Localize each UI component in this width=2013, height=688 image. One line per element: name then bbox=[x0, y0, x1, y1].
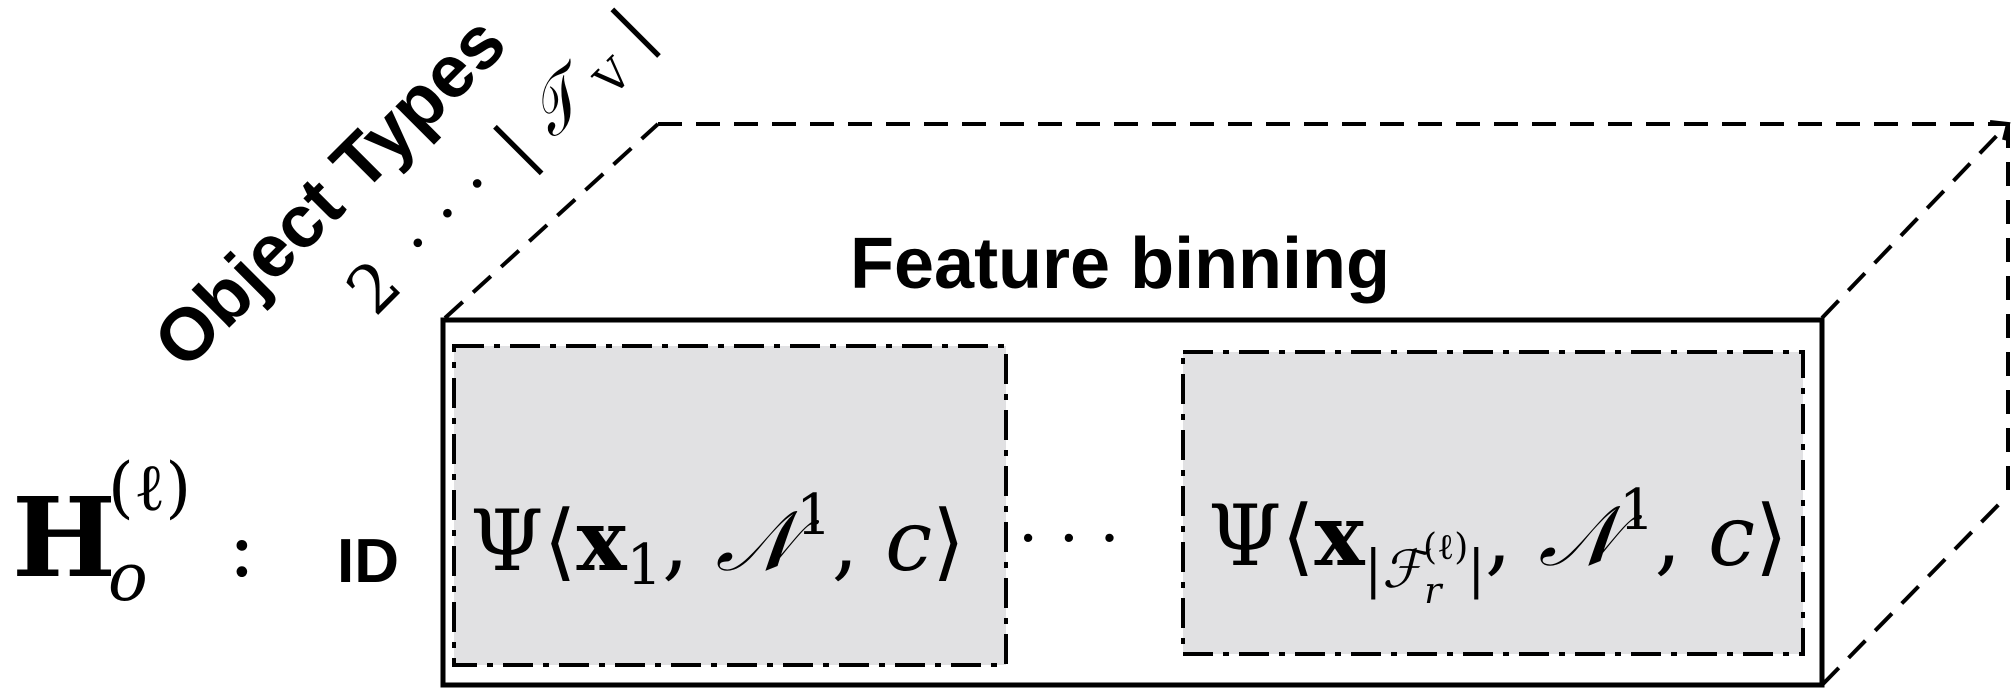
type-range-start: 2 bbox=[332, 245, 416, 329]
bin-1-x-sub: 1 bbox=[627, 533, 663, 598]
h-colon: : bbox=[228, 501, 256, 596]
feature-binning-title: Feature binning bbox=[850, 224, 1390, 304]
bin-2-close: ⟩ bbox=[1755, 487, 1788, 585]
h-symbol: H bbox=[12, 473, 116, 602]
box-bottom-right-diagonal bbox=[1820, 493, 2010, 687]
bin-1-c: c bbox=[885, 492, 932, 590]
box-back-edges bbox=[443, 122, 2010, 687]
bin-2-psi: Ψ⟨ bbox=[1208, 487, 1314, 585]
box-front-face bbox=[440, 317, 1825, 688]
h-superscript: (ℓ) bbox=[108, 449, 191, 526]
middle-ellipsis: · · · bbox=[1018, 502, 1120, 576]
bin-2-x: x bbox=[1314, 486, 1365, 585]
type-set-subscript: V bbox=[584, 48, 641, 105]
bin-2-n-sup: 1 bbox=[1619, 478, 1655, 543]
bin-1-formula: Ψ⟨x1, 𝒩1, c⟩ bbox=[470, 483, 965, 598]
bin-1-n-sup: 1 bbox=[796, 483, 832, 548]
bin-1-x: x bbox=[576, 491, 627, 590]
bin-2-sep1: , bbox=[1485, 487, 1538, 585]
bin-1-psi: Ψ⟨ bbox=[470, 492, 576, 590]
h-subscript: o bbox=[108, 539, 148, 616]
h-matrix-label: H bbox=[12, 473, 116, 602]
bin-2-sep2: , bbox=[1655, 487, 1708, 585]
box-top-right-diagonal bbox=[1820, 122, 2010, 320]
bin-2-x-sub-bar-close: | bbox=[1468, 540, 1486, 600]
bin-2-x-sub-f: ℱ bbox=[1382, 540, 1431, 600]
bin-1-close: ⟩ bbox=[932, 492, 965, 590]
bin-2-x-sub-bar-open: | bbox=[1365, 540, 1383, 600]
bin-2-x-sub-f-sup: (ℓ) bbox=[1423, 527, 1468, 568]
bin-2-box bbox=[1181, 350, 1805, 656]
bin-1-sep1: , bbox=[662, 492, 715, 590]
box-top-left-diagonal bbox=[443, 122, 660, 320]
bin-1-sep2: , bbox=[832, 492, 885, 590]
bin-2-x-sub-f-sub: r bbox=[1424, 571, 1443, 612]
bin-2-c: c bbox=[1708, 487, 1755, 585]
box-corner-mark bbox=[1989, 120, 2011, 141]
id-label: ID bbox=[337, 527, 399, 596]
bin-1-box bbox=[452, 344, 1008, 667]
